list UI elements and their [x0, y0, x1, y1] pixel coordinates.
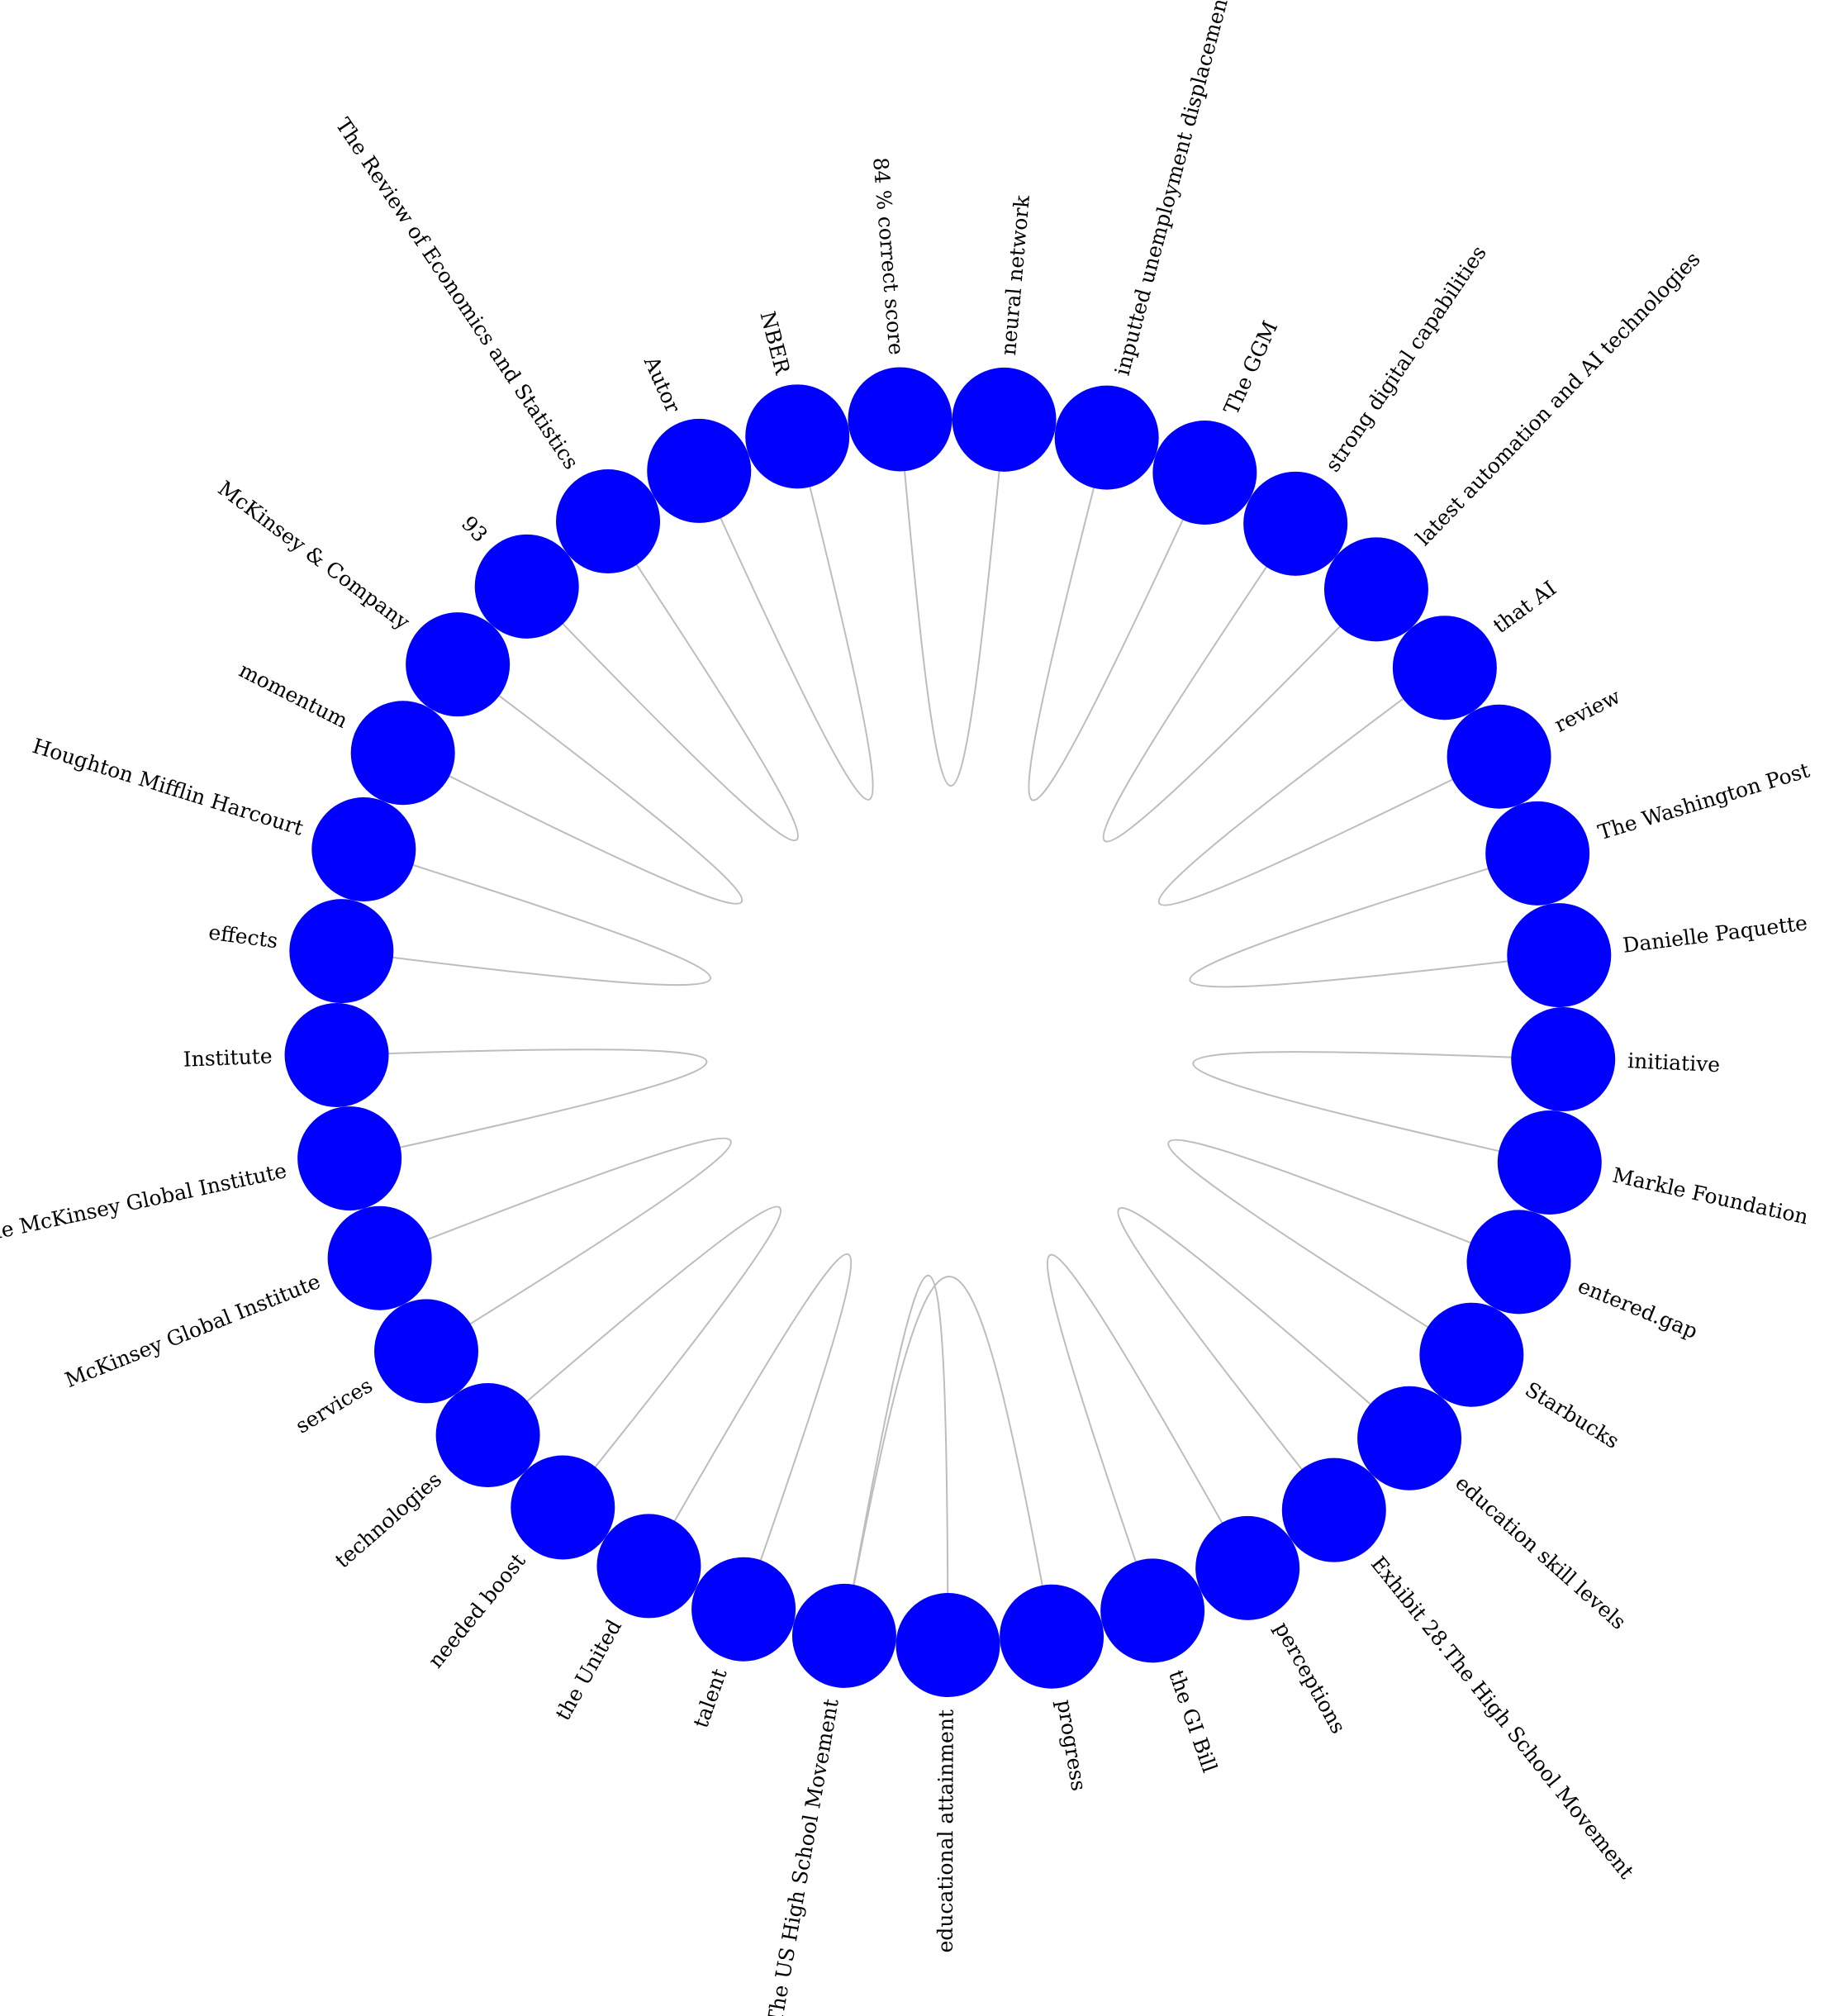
node-label-needed-boost: needed boost [423, 1549, 530, 1673]
node-effects[interactable] [289, 899, 394, 1004]
node-services[interactable] [373, 1299, 478, 1404]
edge-progress-to-the-us-high-school-movement [843, 1276, 1053, 1637]
node-label-effects: effects [207, 920, 279, 953]
node-label-review: review [1551, 684, 1625, 737]
node-educational-attainment[interactable] [895, 1592, 1000, 1697]
node-label-the-washington-post: The Washington Post [1595, 758, 1812, 844]
edge-educational-attainment-to-the-us-high-school-movement [843, 1274, 949, 1646]
edge-the-mckinsey-global-institute-to-institute [336, 1048, 708, 1160]
node-neural-network[interactable] [952, 367, 1057, 472]
node-label-starbucks: Starbucks [1521, 1377, 1623, 1453]
edge-momentum-to-mckinsey-company [402, 663, 743, 905]
edge-that-ai-to-review [1157, 667, 1500, 906]
node-label-inputted-unemployment-displacement: inputted unemployment displacement [1110, 0, 1235, 378]
node-label-institute: Institute [183, 1044, 273, 1072]
node-the-us-high-school-movement[interactable] [791, 1583, 896, 1688]
node-needed-boost[interactable] [511, 1455, 615, 1560]
edge-perceptions-to-the-gi-bill [1046, 1253, 1249, 1611]
node-review[interactable] [1447, 704, 1551, 809]
node-latest-automation-and-ai-technologies[interactable] [1323, 537, 1428, 642]
node-that-ai[interactable] [1392, 616, 1497, 720]
node-label-educational-attainment: educational attainment [934, 1709, 958, 1953]
node-the-united[interactable] [596, 1514, 701, 1619]
node-label-the-united: the United [551, 1615, 626, 1724]
node-entered-gap[interactable] [1466, 1210, 1571, 1315]
node-mckinsey-company[interactable] [406, 612, 511, 717]
node-strong-digital-capabilities[interactable] [1243, 471, 1348, 576]
node-label-momentum: momentum [235, 658, 352, 733]
node-the-ggm[interactable] [1152, 421, 1257, 525]
node-label-technologies: technologies [330, 1467, 446, 1573]
node-education-skill-levels[interactable] [1357, 1386, 1462, 1491]
node-label-perceptions: perceptions [1270, 1618, 1351, 1738]
node-the-mckinsey-global-institute[interactable] [297, 1106, 402, 1211]
edge-education-skill-levels-to-exhibit-28-the-high-school-movement [1117, 1207, 1410, 1511]
node-label-that-ai: that AI [1489, 576, 1561, 638]
edge-entered-gap-to-starbucks [1167, 1139, 1519, 1356]
node-the-gi-bill[interactable] [1100, 1558, 1205, 1663]
nodes-layer [284, 367, 1616, 1697]
edge-initiative-to-markle-foundation [1192, 1051, 1564, 1163]
edge-effects-to-houghton-mifflin-harcourt [341, 849, 711, 987]
node-houghton-mifflin-harcourt[interactable] [311, 797, 416, 902]
node-label-the-mckinsey-global-institute: the McKinsey Global Institute [0, 1158, 288, 1247]
node-label-neural-network: neural network [996, 193, 1034, 356]
node-danielle-paquette[interactable] [1507, 903, 1612, 1008]
node-84-correct-score[interactable] [848, 367, 953, 472]
node-label-the-review-of-economics-and-statistics: The Review of Economics and Statistics [331, 113, 584, 473]
node-autor[interactable] [647, 418, 752, 523]
node-the-washington-post[interactable] [1485, 801, 1590, 906]
edge-strong-digital-capabilities-to-latest-automation-and-ai-technologies [1102, 523, 1377, 843]
node-label-danielle-paquette: Danielle Paquette [1622, 911, 1809, 958]
edge-84-correct-score-to-neural-network [899, 419, 1005, 787]
node-label-the-ggm: The GGM [1219, 317, 1283, 418]
edge-services-to-mckinsey-global-institute [379, 1137, 732, 1353]
node-progress[interactable] [1000, 1584, 1105, 1689]
node-label-initiative: initiative [1627, 1048, 1721, 1077]
edge-93-to-the-review-of-economics-and-statistics [525, 521, 799, 842]
node-label-mckinsey-global-institute: McKinsey Global Institute [62, 1269, 324, 1392]
node-label-the-gi-bill: the GI Bill [1164, 1667, 1222, 1776]
node-label-entered-gap: entered.gap [1575, 1273, 1701, 1343]
node-technologies[interactable] [435, 1382, 540, 1487]
node-talent[interactable] [691, 1557, 796, 1662]
node-starbucks[interactable] [1419, 1302, 1524, 1407]
edge-talent-to-the-united [648, 1253, 853, 1610]
node-nber[interactable] [745, 384, 850, 489]
node-label-education-skill-levels: education skill levels [1451, 1471, 1631, 1634]
edge-needed-boost-to-technologies [487, 1205, 781, 1509]
node-label-services: services [292, 1373, 377, 1438]
node-label-progress: progress [1052, 1698, 1091, 1793]
node-label-houghton-mifflin-harcourt: Houghton Mifflin Harcourt [30, 734, 306, 840]
node-label-the-us-high-school-movement: The US High School Movement [762, 1697, 843, 2016]
node-label-strong-digital-capabilities: strong digital capabilities [1320, 241, 1490, 476]
node-label-mckinsey-company: McKinsey & Company [214, 476, 416, 635]
node-inputted-unemployment-displacement[interactable] [1054, 385, 1159, 490]
node-label-84-correct-score: 84 % correct score [868, 156, 908, 355]
edges-layer [336, 419, 1564, 1646]
node-label-markle-foundation: Markle Foundation [1610, 1163, 1810, 1229]
node-label-93: 93 [457, 511, 492, 547]
node-exhibit-28-the-high-school-movement[interactable] [1281, 1457, 1386, 1562]
edge-autor-to-nber [698, 436, 874, 801]
node-label-autor: Autor [639, 352, 685, 416]
node-the-review-of-economics-and-statistics[interactable] [556, 469, 661, 574]
node-markle-foundation[interactable] [1497, 1110, 1602, 1215]
node-institute[interactable] [284, 1003, 389, 1108]
node-93[interactable] [474, 534, 579, 639]
node-initiative[interactable] [1511, 1007, 1616, 1112]
edge-inputted-unemployment-displacement-to-the-ggm [1028, 437, 1206, 801]
node-momentum[interactable] [350, 701, 455, 806]
node-label-nber: NBER [755, 309, 795, 378]
node-perceptions[interactable] [1195, 1515, 1300, 1620]
node-label-talent: talent [688, 1666, 731, 1731]
edge-the-washington-post-to-danielle-paquette [1189, 852, 1560, 988]
node-mckinsey-global-institute[interactable] [327, 1205, 432, 1310]
